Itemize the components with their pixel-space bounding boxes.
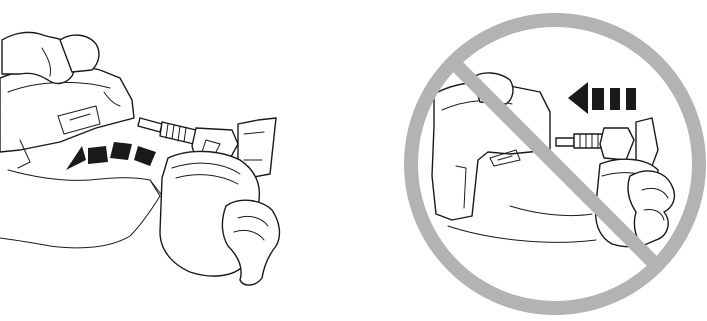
dashed-arrow-icon <box>568 82 636 114</box>
correct-refill-illustration <box>0 0 330 321</box>
incorrect-refill-illustration <box>360 0 707 321</box>
panel-correct-refill <box>0 0 330 321</box>
panel-incorrect-refill <box>360 0 707 321</box>
dashed-arrow-icon <box>66 142 156 170</box>
nozzle-icon <box>556 118 658 166</box>
